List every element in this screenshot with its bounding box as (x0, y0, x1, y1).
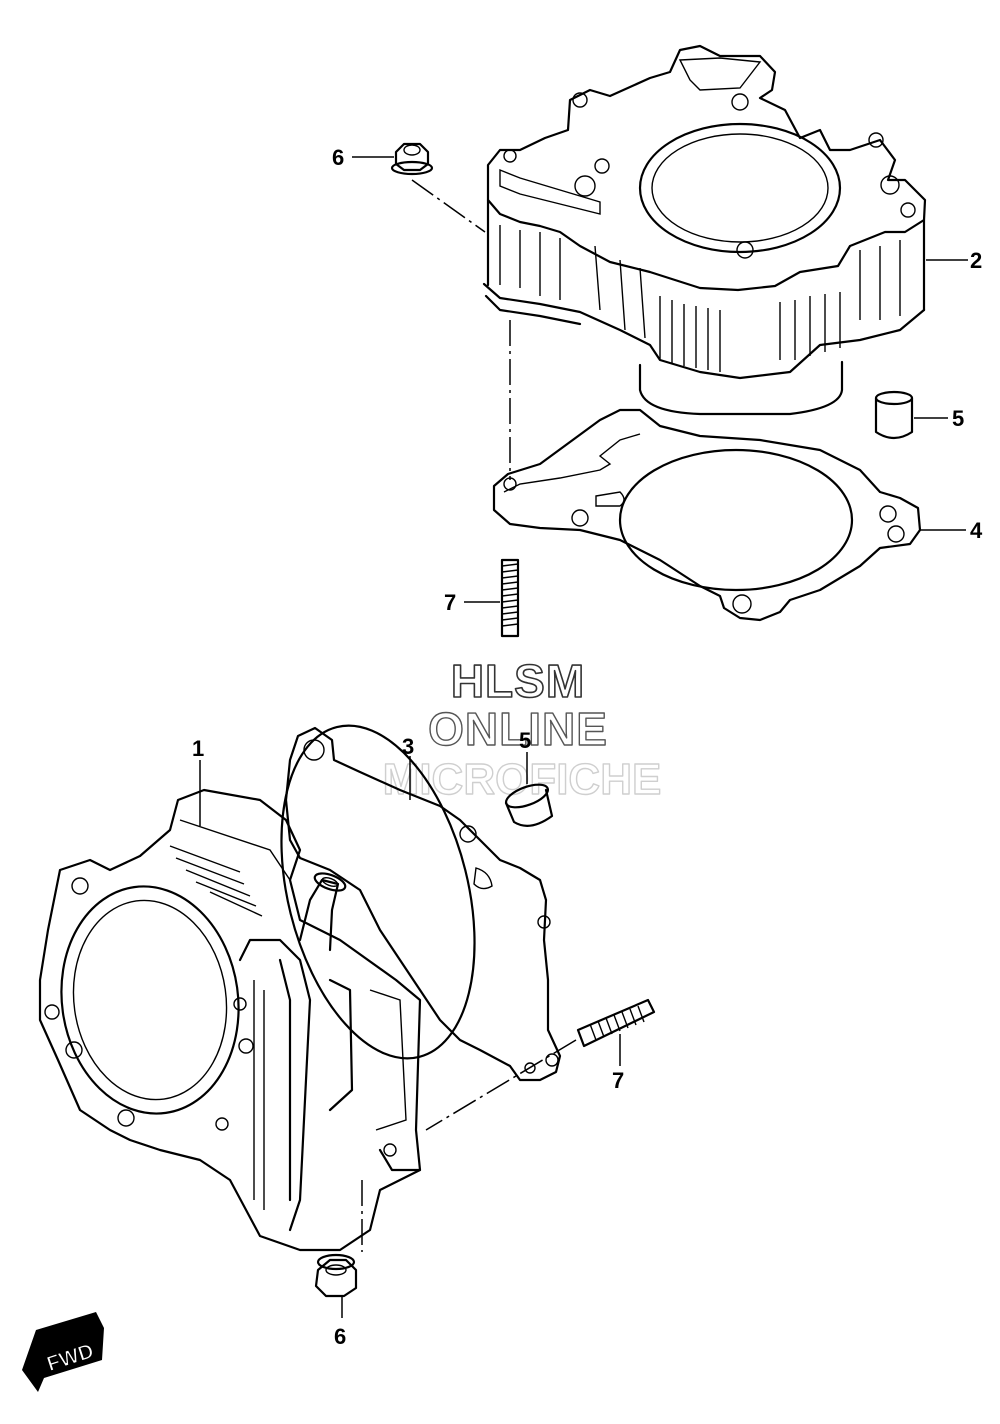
top-cylinder (482, 44, 927, 416)
callout-6-bottom-nut: 6 (334, 1324, 346, 1349)
callout-3-bottom-gasket: 3 (402, 734, 414, 759)
callout-4-top-gasket: 4 (970, 518, 983, 543)
fwd-direction-badge: FWD (22, 1312, 104, 1392)
watermark-line-2: ONLINE (428, 703, 608, 755)
callout-7-top-stud: 7 (444, 590, 456, 615)
watermark-line-3: MICROFICHE (383, 755, 662, 804)
watermark-line-1: HLSM (451, 655, 585, 707)
callout-5-top-dowel: 5 (952, 406, 964, 431)
bottom-stud-centerline (425, 1039, 577, 1131)
bottom-stud (576, 998, 656, 1048)
top-stud (500, 558, 520, 638)
callout-1-bottom-cylinder: 1 (192, 736, 204, 761)
bottom-nut (314, 1253, 358, 1298)
callout-6-top-nut: 6 (332, 145, 344, 170)
bottom-dowel (504, 783, 554, 827)
top-gasket (492, 408, 922, 622)
callout-5-bottom-dowel: 5 (519, 728, 531, 753)
bottom-cylinder (38, 788, 422, 1252)
top-dowel (874, 390, 914, 440)
callout-2-top-cylinder: 2 (970, 248, 982, 273)
top-nut (390, 142, 434, 176)
top-nut-centerline (411, 179, 486, 233)
callout-7-bottom-stud: 7 (612, 1068, 624, 1093)
